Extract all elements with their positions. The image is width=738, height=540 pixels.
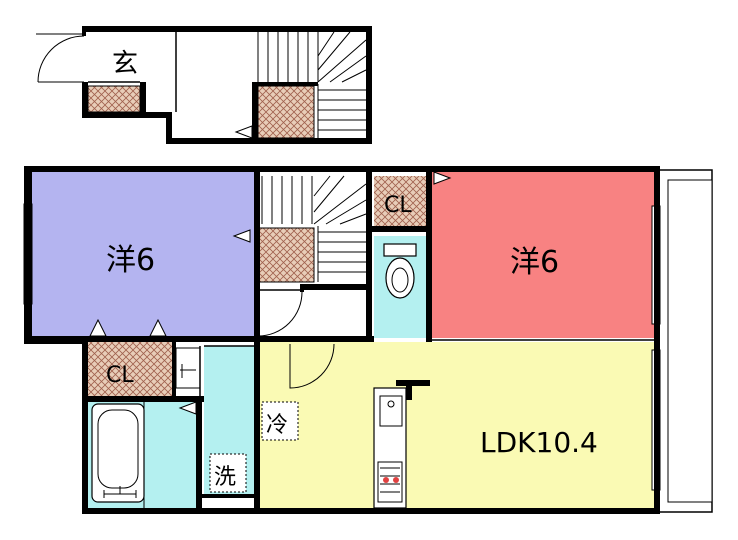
ldk-door-swing (289, 343, 335, 389)
upper-floor-section: 玄 (36, 26, 372, 144)
closet-left-area (88, 342, 172, 396)
western-left-label: 洋6 (106, 243, 155, 278)
toilet-fixture (383, 243, 417, 299)
stair-storage (257, 85, 315, 139)
entrance-door-swing (37, 35, 85, 83)
lower-staircase (261, 175, 367, 282)
room-door-arrow-left (232, 229, 251, 243)
ldk-room (258, 342, 654, 508)
stair-storage-lower (257, 227, 315, 283)
washer-space (209, 453, 247, 493)
genkan-label: 玄 (112, 49, 138, 79)
ldk-label: LDK10.4 (480, 426, 598, 459)
fridge-space (261, 401, 299, 441)
washer-label: 洗 (214, 465, 236, 490)
main-floor-section: CL 洋6 洋6 CL 冷 洗 LDK10.4 (23, 166, 713, 514)
western-right-label: 洋6 (510, 245, 559, 280)
fridge-label: 冷 (266, 413, 288, 438)
closet-top-label: CL (384, 193, 412, 218)
western-room-left (32, 172, 254, 336)
stair-direction-arrow (234, 125, 253, 139)
upper-staircase (257, 31, 367, 138)
kitchen-counter (373, 387, 407, 509)
washbasin-fixture (175, 347, 201, 389)
closet-left-label: CL (106, 363, 134, 388)
balcony (657, 169, 713, 513)
closet-top-area (374, 176, 426, 226)
room-door-arrow-right (433, 171, 452, 185)
shoe-storage (87, 85, 141, 113)
bathtub-fixture (91, 402, 145, 508)
western-room-right (430, 172, 654, 338)
hall-door-swing (257, 291, 303, 337)
